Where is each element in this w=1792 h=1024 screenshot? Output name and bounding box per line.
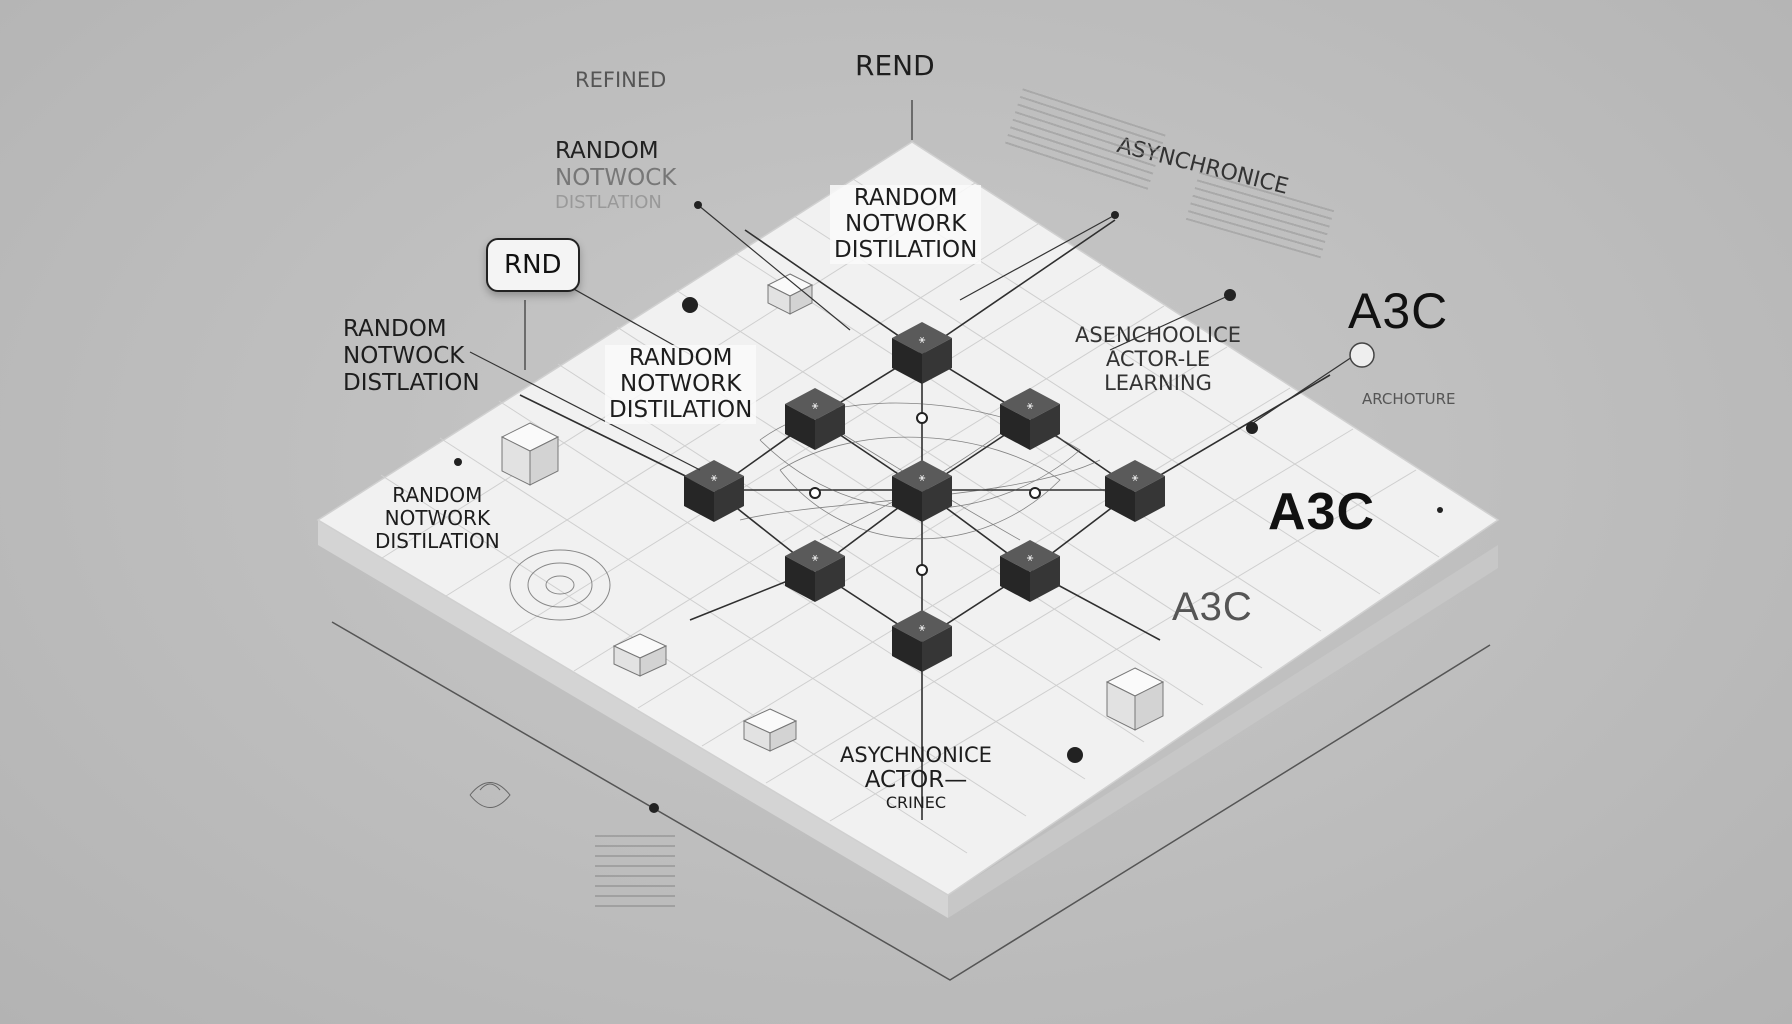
label-line: RANDOM (628, 345, 733, 371)
svg-text:⚹: ⚹ (812, 399, 819, 412)
node-cubes: ⚹ ⚹ ⚹ ⚹ ⚹ ⚹ ⚹ ⚹ ⚹ (684, 322, 1165, 672)
label-line: DISTLATION (343, 370, 480, 396)
target-icon (1349, 342, 1375, 368)
label-line: ASENCHOOLICE (1075, 323, 1242, 347)
svg-text:⚹: ⚹ (812, 551, 819, 564)
svg-text:⚹: ⚹ (1027, 551, 1034, 564)
white-box (742, 708, 798, 752)
node-cube: ⚹ (892, 610, 952, 672)
label-line: DISTLATION (555, 192, 662, 213)
label-line: NOTWORK (620, 371, 742, 397)
label-line: LEARNING (1104, 371, 1212, 395)
label-random-network-top-left: RANDOM NOTWOCK DISTLATION (555, 140, 676, 212)
svg-text:⚹: ⚹ (1132, 471, 1139, 484)
node-cube: ⚹ (785, 540, 845, 602)
label-refined: REFINED (575, 68, 667, 92)
white-boxes (500, 273, 1165, 752)
white-box (766, 273, 814, 315)
svg-text:⚹: ⚹ (1027, 399, 1034, 412)
plate-top (316, 141, 1500, 896)
plate-side-right (948, 545, 1498, 918)
label-line: CRINEC (885, 793, 947, 812)
concentric-rings (509, 549, 611, 621)
node-cube: ⚹ (1000, 388, 1060, 450)
label-line: DISTILATION (375, 529, 500, 553)
node-cube: ⚹ (1105, 460, 1165, 522)
white-box (500, 422, 560, 486)
label-architecture: ARCHOTURE (1362, 390, 1456, 408)
label-a3c-right: A3C (1348, 283, 1449, 339)
node-cube: ⚹ (892, 322, 952, 384)
label-line: RANDOM (343, 316, 447, 342)
label-plate-right: ASENCHOOLICE ACTOR-LE LEARNING (1075, 325, 1241, 394)
rnd-badge: RND (486, 238, 580, 292)
label-line: RANDOM (392, 483, 483, 507)
node-cube: ⚹ (892, 460, 952, 522)
node-cube: ⚹ (1000, 540, 1060, 602)
label-a3c-plate: A3C (1268, 483, 1376, 541)
outer-frame-line (331, 621, 1491, 981)
label-random-network-left: RANDOM NOTWOCK DISTLATION (343, 318, 480, 395)
label-line: RANDOM (555, 138, 659, 164)
label-plate-left: RANDOM NOTWORK DISTILATION (375, 485, 500, 551)
label-line: DISTILATION (609, 397, 753, 423)
label-line: DISTILATION (834, 237, 978, 263)
label-bottom-asynchronous: ASYCHNONICE ACTOR— CRINEC (840, 745, 992, 811)
node-cube: ⚹ (684, 460, 744, 522)
white-box (612, 633, 668, 677)
label-a3c-plate-faded: A3C (1172, 585, 1253, 629)
label-rend: REND (855, 49, 935, 82)
label-plate-middle: RANDOM NOTWORK DISTILATION (605, 345, 757, 424)
svg-text:⚹: ⚹ (919, 333, 926, 346)
label-plate-top: RANDOM NOTWORK DISTILATION (830, 185, 982, 264)
callout-dots (454, 201, 1443, 763)
frame-dot (649, 803, 659, 813)
plate-side-left (318, 520, 948, 918)
label-line: NOTWORK (845, 211, 967, 237)
label-line: NOTWORK (384, 506, 491, 530)
junction-dots (809, 412, 1041, 576)
plate-grid (380, 178, 1440, 854)
label-line: NOTWOCK (555, 165, 677, 191)
label-line: RANDOM (853, 185, 958, 211)
svg-text:⚹: ⚹ (919, 621, 926, 634)
label-line: NOTWOCK (343, 343, 465, 369)
label-line: ASYCHNONICE (840, 743, 992, 767)
svg-text:⚹: ⚹ (711, 471, 718, 484)
leaf-icon (469, 782, 511, 808)
label-line: ACTOR— (864, 767, 968, 793)
node-cube: ⚹ (785, 388, 845, 450)
white-box (1105, 667, 1165, 731)
faint-text-lines-bottom-left (595, 835, 675, 915)
svg-text:⚹: ⚹ (919, 471, 926, 484)
label-line: ACTOR-LE (1105, 347, 1211, 371)
